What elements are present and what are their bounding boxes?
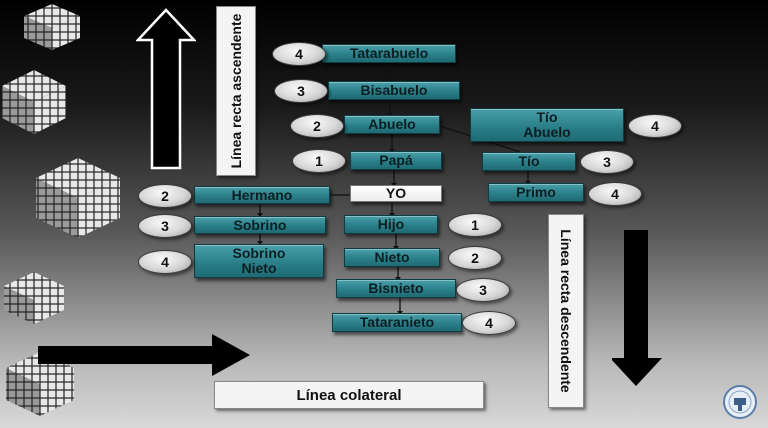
degree-tio: 3 [580,150,634,174]
degree-bisnieto: 3 [456,278,510,302]
decorative-cubes [2,4,120,416]
box-tio-abuelo: Tío Abuelo [470,108,624,142]
cube-1 [24,4,80,50]
degree-bisabuelo: 3 [274,79,328,103]
box-tio: Tío [482,152,576,171]
degree-hijo: 1 [448,213,502,237]
box-hijo: Hijo [344,215,438,234]
descending-arrow [612,230,662,386]
box-bisnieto: Bisnieto [336,279,456,298]
degree-abuelo: 2 [290,114,344,138]
box-papa: Papá [350,151,442,170]
degree-tatarabuelo: 4 [272,42,326,66]
box-bisabuelo: Bisabuelo [328,81,460,100]
box-tataranieto: Tataranieto [332,313,462,332]
degree-sobrino: 3 [138,214,192,238]
box-tatarabuelo: Tatarabuelo [322,44,456,63]
degree-nieto: 2 [448,246,502,270]
degree-tio-abuelo: 4 [628,114,682,138]
cube-4 [4,272,64,324]
degree-hermano: 2 [138,184,192,208]
sobrino-nieto-line2: Nieto [241,260,277,276]
ascending-line-label: Línea recta ascendente [216,6,256,176]
degree-sobrino-nieto: 4 [138,250,192,274]
cube-3 [36,158,120,238]
emblem-logo [723,385,757,419]
tio-abuelo-line2: Abuelo [523,124,571,140]
collateral-arrow [38,334,250,376]
ascending-arrow [136,8,196,170]
box-sobrino-nieto: Sobrino Nieto [194,244,324,278]
descending-line-label: Línea recta descendente [548,214,584,408]
box-sobrino: Sobrino [194,216,326,234]
sobrino-nieto-line1: Sobrino [232,245,286,261]
box-abuelo: Abuelo [344,115,440,134]
tio-abuelo-line1: Tío [536,109,558,125]
degree-papa: 1 [292,149,346,173]
degree-tataranieto: 4 [462,311,516,335]
degree-primo: 4 [588,182,642,206]
box-yo: YO [350,185,442,202]
cube-2 [2,70,66,134]
box-hermano: Hermano [194,186,330,204]
collateral-line-label: Línea colateral [214,381,484,409]
box-primo: Primo [488,183,584,202]
box-nieto: Nieto [344,248,440,267]
